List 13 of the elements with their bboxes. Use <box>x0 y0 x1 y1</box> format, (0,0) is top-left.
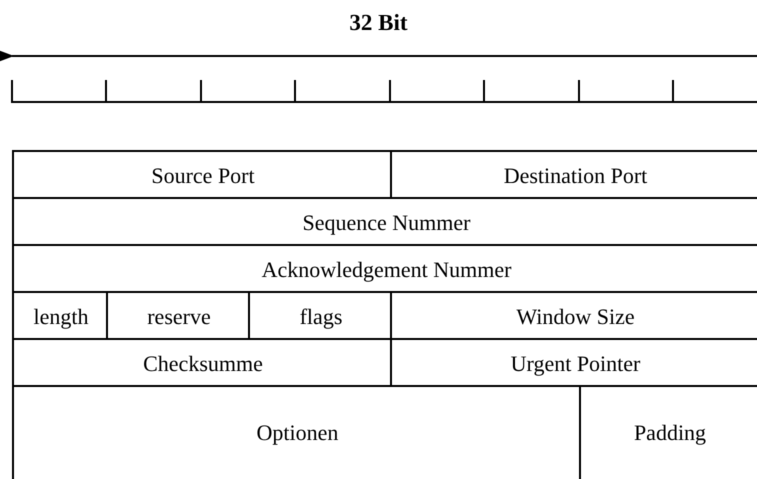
field-cell: Urgent Pointer <box>390 338 757 387</box>
field-cell: Window Size <box>390 291 757 340</box>
field-cell: reserve <box>106 291 250 340</box>
field-cell: Destination Port <box>390 150 757 199</box>
diagram-title: 32 Bit <box>349 10 408 36</box>
field-cell: Sequence Nummer <box>12 197 757 246</box>
field-cell: Acknowledgement Nummer <box>12 244 757 293</box>
field-cell: Optionen <box>12 385 581 479</box>
field-cell: Checksumme <box>12 338 392 387</box>
field-cell: Source Port <box>12 150 392 199</box>
field-cell: length <box>12 291 108 340</box>
field-cell: flags <box>248 291 392 340</box>
field-cell: Padding <box>579 385 757 479</box>
